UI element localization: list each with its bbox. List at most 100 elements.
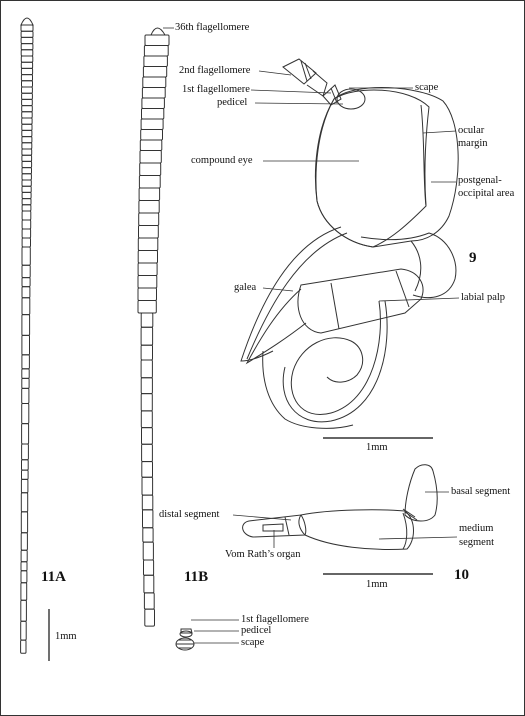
flagellomere-segment bbox=[21, 297, 31, 316]
flagellomere-segment bbox=[140, 410, 153, 429]
flagellomere-segment bbox=[21, 173, 32, 181]
figure-label-11a: 11A bbox=[41, 569, 67, 585]
flagellomere-segment bbox=[143, 559, 155, 576]
flagellomere-segment bbox=[21, 237, 31, 248]
flagellomere-segment bbox=[21, 160, 33, 169]
flagellomere-segment bbox=[143, 55, 168, 67]
flagellomere-segment bbox=[20, 24, 34, 32]
flagellomere-segment bbox=[20, 478, 29, 494]
flagellomere-segment bbox=[21, 148, 33, 156]
flagellomere-segment bbox=[21, 167, 32, 175]
flagellomere-segment bbox=[21, 142, 33, 150]
flagellomere-segment bbox=[141, 427, 153, 445]
flagellomere-segment bbox=[21, 191, 32, 200]
flagellomere-segment bbox=[140, 393, 153, 412]
flagellomere-segment bbox=[20, 532, 28, 551]
flagellomere-segment bbox=[20, 49, 34, 57]
flagellomere-segment bbox=[143, 592, 155, 610]
flagellomere-segment bbox=[20, 43, 34, 51]
flagellomere-segment bbox=[21, 92, 33, 100]
flagellomere-segment bbox=[140, 359, 153, 379]
flagellomere-segment bbox=[21, 264, 31, 279]
flagellomere-segment bbox=[137, 287, 157, 301]
flagellomere-segment bbox=[21, 136, 33, 144]
flagellomere-segment bbox=[142, 76, 167, 88]
flagellomere-segment bbox=[20, 36, 34, 45]
label-11b-scape: scape bbox=[241, 637, 265, 648]
flagellomere-segment bbox=[20, 492, 29, 513]
label-labial-palp: labial palp bbox=[461, 292, 506, 303]
flagellomere-segment bbox=[137, 275, 158, 289]
flagellomere-segment bbox=[21, 277, 31, 288]
flagellomere-segment bbox=[139, 139, 163, 151]
flagellomere-segment bbox=[21, 185, 32, 193]
antenna-tip bbox=[20, 17, 34, 26]
flagellomere-segment bbox=[21, 210, 32, 221]
flagellomere-segment bbox=[21, 246, 31, 266]
flagellomere-segment bbox=[21, 204, 32, 212]
flagellomere-segment bbox=[20, 67, 34, 76]
flagellomere-segment bbox=[21, 228, 32, 239]
flagellomere-segment bbox=[20, 61, 34, 69]
flagellomere-segment bbox=[137, 250, 158, 264]
flagellomere-segment bbox=[142, 527, 154, 543]
scale-label-11: 1mm bbox=[55, 631, 77, 642]
label-galea: galea bbox=[234, 282, 257, 293]
flagellomere-segment bbox=[144, 608, 156, 627]
flagellomere-segment bbox=[141, 476, 154, 496]
flagellomere-segment bbox=[141, 494, 154, 511]
label-9-pedicel: pedicel bbox=[217, 97, 248, 108]
flagellomere-segment bbox=[140, 326, 154, 346]
scale-label-9: 1mm bbox=[366, 442, 388, 453]
head-figure-9 bbox=[240, 58, 459, 429]
label-11b-1st-flagellomere: 1st flagellomere bbox=[241, 614, 309, 625]
label-9-1st-flagellomere: 1st flagellomere bbox=[182, 84, 250, 95]
figure-label-11b: 11B bbox=[184, 569, 209, 585]
flagellomere-segment bbox=[138, 212, 160, 226]
flagellomere-segment bbox=[21, 368, 30, 379]
flagellomere-segment bbox=[138, 225, 159, 239]
antenna-11b-base bbox=[175, 628, 195, 651]
flagellomere-segment bbox=[21, 105, 33, 113]
flagellomere-segment bbox=[137, 237, 159, 251]
label-compound-eye: compound eye bbox=[191, 155, 253, 166]
label-medium-line2: segment bbox=[459, 537, 494, 548]
scale-bars bbox=[48, 437, 433, 661]
figure-label-9: 9 bbox=[469, 250, 477, 266]
flagellomere-segment bbox=[20, 639, 27, 654]
flagellomere-segment bbox=[21, 219, 32, 230]
antenna-11b bbox=[137, 27, 170, 627]
flagellomere-segment bbox=[21, 154, 33, 162]
flagellomere-segment bbox=[21, 387, 30, 404]
flagellomere-segment bbox=[21, 117, 33, 125]
figure-label-10: 10 bbox=[454, 567, 469, 583]
flagellomere-segment bbox=[21, 314, 31, 336]
flagellomere-segment bbox=[139, 162, 162, 176]
flagellomere-segment bbox=[20, 549, 28, 563]
flagellomere-segment bbox=[142, 66, 168, 78]
flagellomere-segment bbox=[21, 86, 33, 94]
flagellomere-segment bbox=[140, 312, 154, 328]
label-basal-segment: basal segment bbox=[451, 486, 511, 497]
flagellomere-segment bbox=[140, 377, 153, 395]
flagellomere-segment bbox=[20, 582, 28, 601]
flagellomere-segment bbox=[21, 111, 33, 119]
labial-palp-figure-10 bbox=[242, 464, 438, 550]
flagellomere-segment bbox=[21, 198, 32, 206]
flagellomere-segment bbox=[21, 403, 30, 425]
label-2nd-flagellomere: 2nd flagellomere bbox=[179, 65, 251, 76]
flagellomere-segment bbox=[143, 574, 155, 594]
label-9-scape: scape bbox=[415, 82, 439, 93]
flagellomere-segment bbox=[20, 511, 29, 534]
flagellomere-segment bbox=[142, 509, 154, 529]
flagellomere-segment bbox=[142, 541, 154, 561]
flagellomere-segment bbox=[20, 30, 34, 38]
flagellomere-segment bbox=[139, 150, 162, 164]
flagellomere-segment bbox=[141, 461, 154, 478]
flagellomere-segment bbox=[21, 459, 29, 471]
antenna-11a bbox=[20, 17, 34, 654]
flagellomere-segment bbox=[20, 570, 28, 584]
antenna-tip bbox=[150, 27, 166, 36]
flagellomere-segment bbox=[21, 443, 29, 461]
